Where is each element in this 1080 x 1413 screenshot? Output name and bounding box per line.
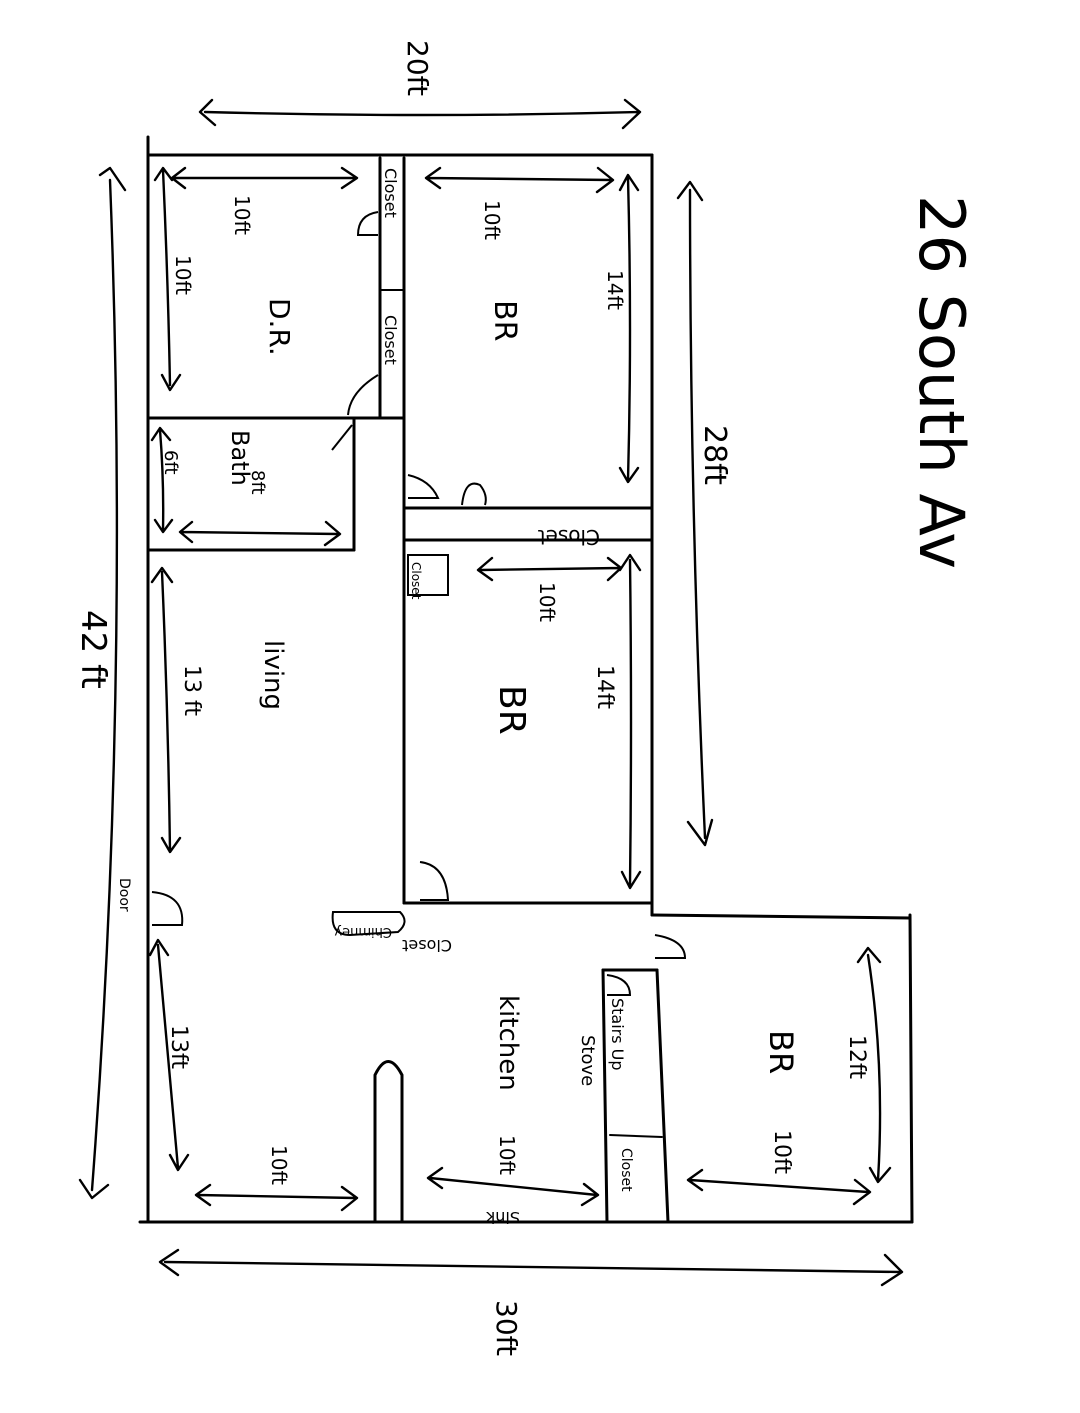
dimension-arrows: [78, 98, 904, 1287]
closet-label-1: Closet: [381, 168, 400, 218]
stairs-label: Stairs Up: [608, 998, 627, 1071]
kitchen-sink-label: Sink: [485, 1208, 520, 1227]
bath-dim-a: 6ft: [160, 450, 181, 475]
br-mid-dim-b: 14ft: [592, 665, 617, 709]
closet-label-6: Closet: [618, 1148, 634, 1192]
dr-dim-b: 10ft: [171, 255, 195, 295]
front-door-label: Door: [116, 878, 132, 912]
outer-walls: [138, 135, 914, 1224]
dimension-overall-length: 42 ft: [73, 610, 113, 689]
closet-label-2: Closet: [381, 315, 400, 365]
doors: [151, 211, 687, 996]
room-arrows: [148, 166, 892, 1212]
room-label-living: living: [258, 640, 288, 710]
br-top-dim-b: 14ft: [603, 270, 627, 310]
closet-label-3: Closet: [538, 525, 600, 549]
dimension-right-length: 28ft: [697, 425, 732, 485]
bath-dim-b: 8ft: [247, 470, 268, 495]
address-title: 26 South Av: [905, 195, 978, 569]
chimney-label: Chimney: [334, 924, 392, 939]
br-bottom-dim-a: 12ft: [844, 1035, 869, 1079]
br-bottom-dim-b: 10ft: [769, 1130, 794, 1174]
kitchen-dim-a: 10ft: [495, 1135, 519, 1175]
br-top-dim-a: 10ft: [480, 200, 504, 240]
closet-label-5: Closet: [402, 936, 452, 955]
interior-walls: [146, 156, 670, 1224]
closet-label-4: Closet: [409, 562, 423, 600]
living-dim-c: 10ft: [267, 1145, 291, 1185]
room-label-kitchen: kitchen: [493, 995, 523, 1091]
room-label-dr: D.R.: [263, 298, 296, 356]
kitchen-stove-label: Stove: [577, 1035, 598, 1086]
room-label-br-mid: BR: [491, 685, 532, 735]
living-dim-a: 13 ft: [179, 665, 204, 716]
dimension-bottom-width: 30ft: [490, 1300, 523, 1356]
room-label-bath: Bath: [226, 430, 254, 486]
br-mid-dim-a: 10ft: [535, 582, 559, 622]
dimension-top-width: 20ft: [401, 40, 434, 96]
living-dim-b: 13ft: [166, 1025, 191, 1069]
room-label-br-top: BR: [487, 300, 522, 341]
room-label-br-bottom: BR: [762, 1030, 800, 1074]
dr-dim-a: 10ft: [230, 195, 254, 235]
